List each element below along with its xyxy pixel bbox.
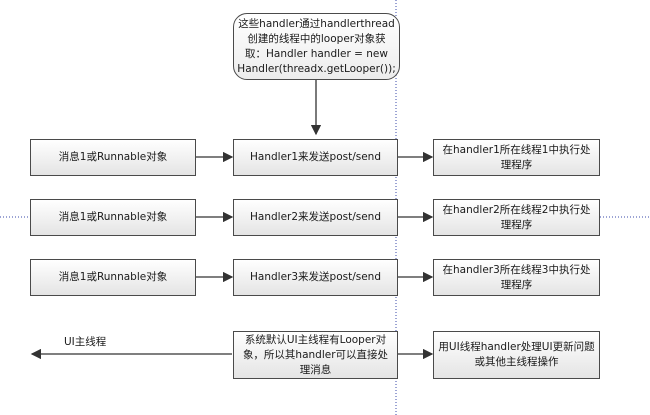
row3-message-box: 消息1或Runnable对象 <box>30 259 196 296</box>
row2-sender-label: Handler2来发送post/send <box>250 211 381 223</box>
row3-sender-box: Handler3来发送post/send <box>233 259 398 296</box>
row1-message-box: 消息1或Runnable对象 <box>30 139 196 176</box>
row3-handler-box: 在handler3所在线程3中执行处理程序 <box>433 259 600 296</box>
row3-handler-label: 在handler3所在线程3中执行处理程序 <box>442 263 591 291</box>
row1-handler-label: 在handler1所在线程1中执行处理程序 <box>442 143 591 171</box>
ui-looper-box: 系统默认UI主线程有Looper对象，所以其handler可以直接处理消息 <box>233 331 398 379</box>
ui-handler-label: 用UI线程handler处理UI更新问题或其他主线程操作 <box>438 341 595 368</box>
row1-message-label: 消息1或Runnable对象 <box>58 151 168 163</box>
row3-message-label: 消息1或Runnable对象 <box>58 271 168 283</box>
ui-handler-box: 用UI线程handler处理UI更新问题或其他主线程操作 <box>433 331 600 379</box>
row2-message-box: 消息1或Runnable对象 <box>30 199 196 236</box>
ui-thread-label: UI主线程 <box>64 336 107 348</box>
row1-handler-box: 在handler1所在线程1中执行处理程序 <box>433 139 600 176</box>
row2-sender-box: Handler2来发送post/send <box>233 199 398 236</box>
ui-looper-label: 系统默认UI主线程有Looper对象，所以其handler可以直接处理消息 <box>242 333 389 376</box>
row2-handler-label: 在handler2所在线程2中执行处理程序 <box>442 203 591 231</box>
row2-message-label: 消息1或Runnable对象 <box>58 211 168 223</box>
row3-sender-label: Handler3来发送post/send <box>250 271 381 283</box>
row2-handler-box: 在handler2所在线程2中执行处理程序 <box>433 199 600 236</box>
row1-sender-label: Handler1来发送post/send <box>250 151 381 163</box>
handler-creation-note: 这些handler通过handlerthread创建的线程中的looper对象获… <box>233 13 400 80</box>
note-text: 这些handler通过handlerthread创建的线程中的looper对象获… <box>237 17 396 75</box>
row1-sender-box: Handler1来发送post/send <box>233 139 398 176</box>
